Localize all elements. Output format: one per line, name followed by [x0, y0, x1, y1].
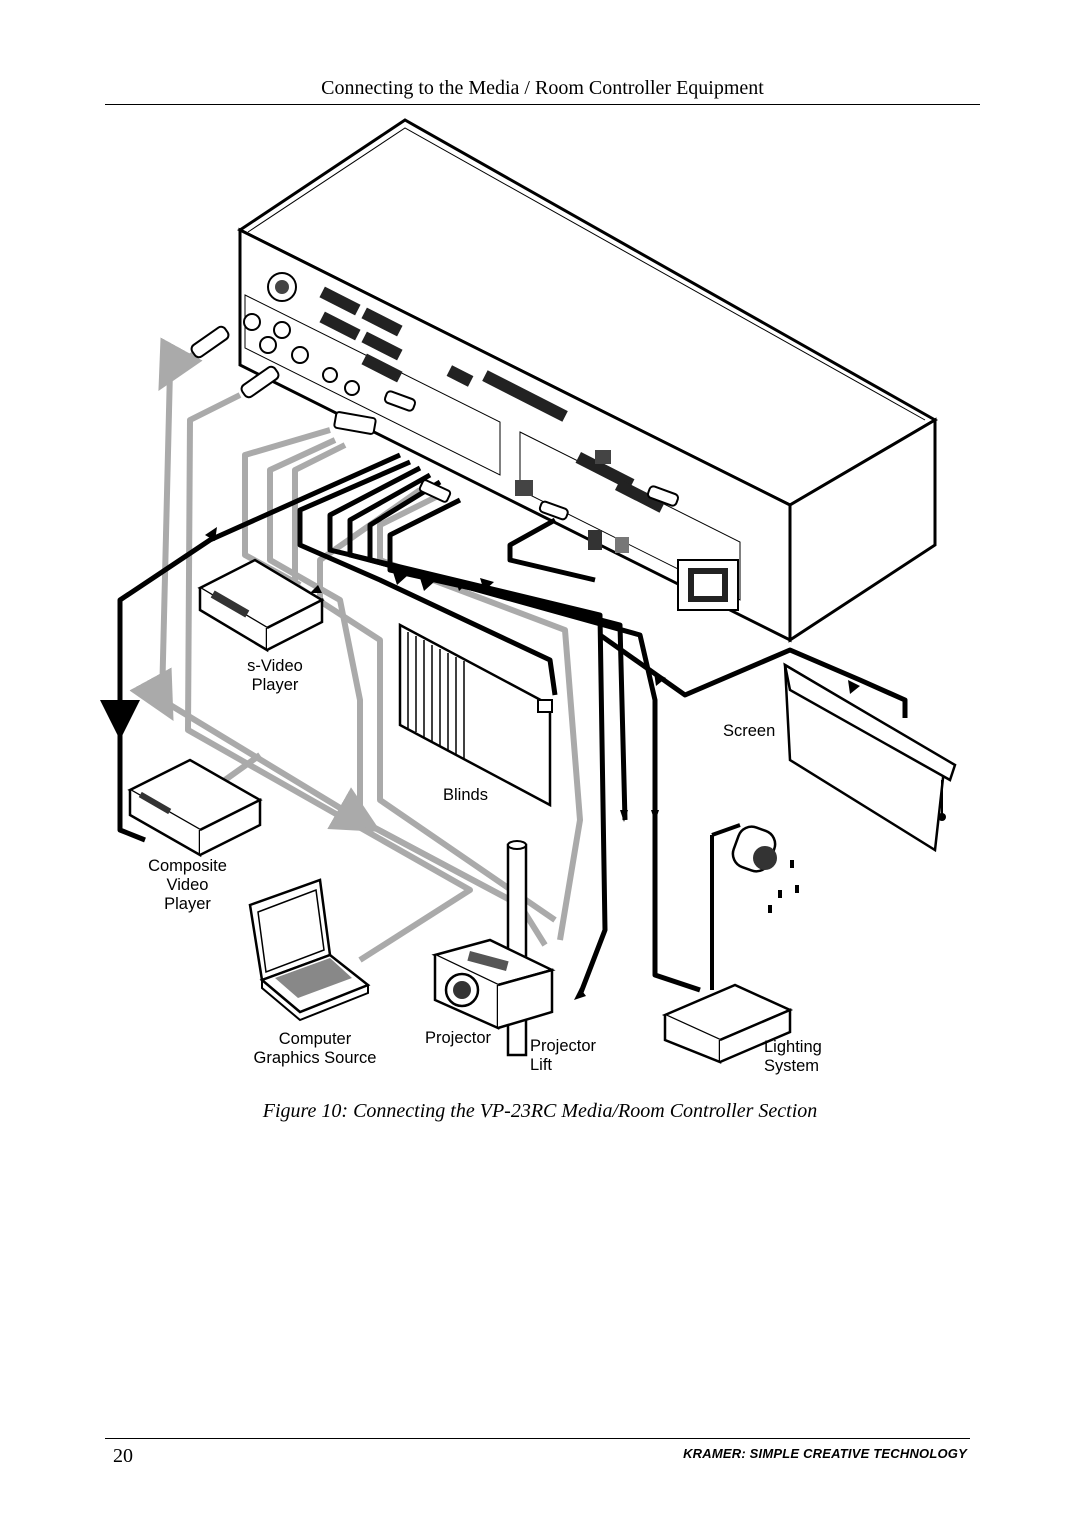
svideo-player-label-line2: Player	[251, 676, 299, 694]
screen-label: Screen	[723, 722, 776, 740]
lighting-system-device	[661, 983, 794, 1064]
footer-brand: KRAMER: SIMPLE CREATIVE TECHNOLOGY	[683, 1446, 967, 1461]
svideo-player-label-line1: s-Video	[247, 657, 303, 675]
projector-lift-label: Projector Lift	[530, 1037, 596, 1075]
projector-lift-label-line1: Projector	[530, 1037, 597, 1055]
projector-lift-label-line2: Lift	[530, 1056, 553, 1074]
footer-divider	[105, 1438, 970, 1439]
lighting-system-label: Lighting System	[764, 1038, 822, 1076]
laptop-device	[248, 878, 371, 1022]
lighting-label-line1: Lighting	[764, 1038, 822, 1056]
svideo-player-label: s-Video Player	[235, 657, 315, 695]
control-cables	[100, 452, 908, 996]
light-fixture	[710, 823, 799, 990]
lighting-label-line2: System	[764, 1057, 820, 1075]
cable-plugs	[190, 325, 452, 503]
computer-label: Computer Graphics Source	[240, 1030, 390, 1068]
composite-player-label-line1: Composite	[148, 857, 227, 875]
projector-label: Projector	[425, 1029, 492, 1047]
computer-label-line1: Computer	[278, 1030, 352, 1048]
cable-arrows	[116, 527, 860, 1000]
screen-device	[783, 662, 957, 853]
composite-player-label-line2: Video	[166, 876, 209, 894]
figure-caption: Figure 10: Connecting the VP-23RC Media/…	[262, 1100, 818, 1122]
vp-23rc-unit	[237, 118, 939, 643]
computer-label-line2: Graphics Source	[253, 1049, 377, 1067]
svideo-player-device	[197, 558, 325, 653]
page-header: Connecting to the Media / Room Controlle…	[105, 74, 980, 105]
composite-player-label: Composite Video Player	[135, 857, 240, 914]
composite-player-label-line3: Player	[164, 895, 211, 913]
blinds-device	[398, 622, 553, 808]
blinds-label: Blinds	[443, 786, 488, 804]
page-number: 20	[113, 1445, 133, 1467]
composite-player-device	[127, 758, 263, 858]
projector-device	[431, 938, 556, 1030]
